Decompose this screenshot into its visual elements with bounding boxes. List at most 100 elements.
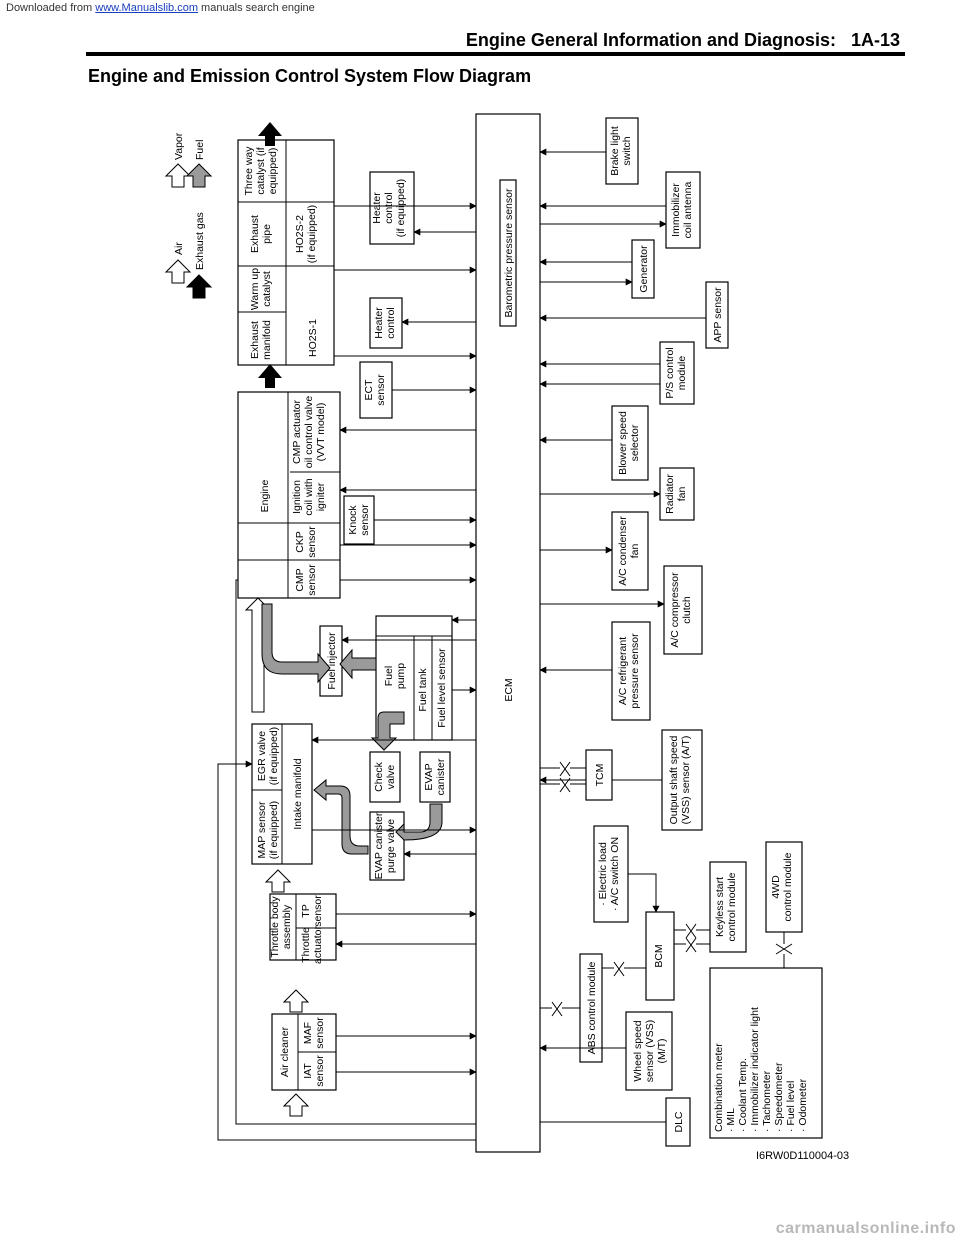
ac-comp-l2: clutch: [681, 596, 693, 624]
ac-comp-l1: A/C compressor: [669, 572, 681, 648]
combo-l8: · Odometer: [797, 1078, 809, 1132]
egr-valve-l1: EGR valve: [256, 731, 268, 781]
fourwd-l2: control module: [782, 852, 794, 921]
combo-l3: · Coolant Temp.: [737, 1058, 749, 1132]
header-rule: [86, 52, 905, 56]
immob-l1: Immobilizer: [670, 183, 682, 237]
fuel-pump-l1: Fuel: [383, 666, 395, 686]
canister-l2: canister: [435, 758, 447, 795]
heater1-box: [369, 297, 403, 349]
exhaust-out-arrow-icon: [258, 122, 282, 146]
cmp-actuator-l3: (VVT model): [315, 403, 327, 462]
knock-l1: Knock: [347, 505, 359, 535]
manualslib-link[interactable]: www.Manualslib.com: [95, 2, 198, 14]
left-signal-lines: [217, 202, 477, 1141]
ac-ref-l2: pressure sensor: [629, 633, 641, 709]
fuel-tank-label: Fuel tank: [417, 668, 429, 712]
downloaded-from-text: Downloaded from: [6, 2, 93, 14]
exhaust-pipe-l1: Exhaust: [249, 215, 261, 253]
radiator-l1: Radiator: [664, 474, 676, 514]
fuel-injector-label: Fuel injector: [326, 632, 338, 690]
legend-air: Air: [173, 242, 185, 255]
iat-l1: IAT: [302, 1063, 314, 1079]
fourwd-l1: 4WD: [770, 875, 782, 899]
heater1-l2: control: [385, 307, 397, 339]
cmp-sensor-l1: CMP: [294, 568, 306, 591]
ckp-sensor-l1: CKP: [294, 531, 306, 553]
three-way-l2: catalyst (if: [255, 147, 267, 194]
warm-up-l2: catalyst: [261, 271, 273, 307]
purge-valve-l2: purge valve: [385, 819, 397, 873]
section-title: Engine and Emission Control System Flow …: [88, 66, 532, 86]
exhaust-pipe-l2: pipe: [261, 224, 273, 244]
legend: Air Exhaust gas Vapor Fuel: [164, 132, 213, 299]
exhaust-manifold-l1: Exhaust: [249, 321, 261, 359]
heater2-l2: control: [383, 192, 395, 224]
elec-load-l1: · Electric load: [597, 842, 609, 906]
air-inlet-arrow-icon: [282, 1093, 310, 1117]
heater2-l3: (if equipped): [395, 179, 407, 237]
engine-title: Engine: [259, 479, 271, 512]
ecm-label: ECM: [503, 678, 515, 701]
knock-l2: sensor: [359, 504, 371, 536]
throttle-air-arrow-icon: [264, 869, 292, 893]
keyless-l1: Keyless start: [714, 877, 726, 937]
ignition-l1: Ignition: [291, 480, 303, 514]
ckp-sensor-l2: sensor: [306, 526, 318, 558]
throttle-title-l1: Throttle body: [269, 896, 281, 958]
exhaust-manifold-l2: manifold: [261, 320, 273, 360]
legend-exhaust: Exhaust gas: [194, 212, 206, 270]
wss-l1: Wheel speed: [632, 1020, 644, 1081]
intake-manifold-label: Intake manifold: [292, 758, 304, 829]
vapor-arrow-icon: [164, 163, 192, 188]
iat-l2: sensor: [314, 1055, 326, 1087]
air-cleaner-title: Air cleaner: [279, 1026, 291, 1077]
combo-l4: · Immobilizer indicator light: [749, 1007, 761, 1132]
dlc-label: DLC: [673, 1111, 685, 1132]
ho2s2-l2: (if equipped): [306, 205, 318, 263]
ac-ref-l1: A/C refrigerant: [617, 637, 629, 705]
blower-l1: Blower speed: [617, 411, 629, 475]
elec-load-l2: · A/C switch ON: [609, 837, 621, 911]
ect-l2: sensor: [375, 374, 387, 406]
exhaust-in-arrow-icon: [258, 364, 282, 388]
ignition-l2: coil with: [303, 478, 315, 516]
download-suffix-text: manuals search engine: [201, 2, 315, 14]
three-way-l3: equipped): [267, 148, 279, 195]
blower-l2: selector: [629, 424, 641, 461]
combo-l1: Combination meter: [713, 1043, 725, 1132]
figure-code: I6RW0D110004-03: [756, 1150, 850, 1162]
cmp-actuator-l2: oil control valve: [303, 396, 315, 469]
ho2s1-label: HO2S-1: [307, 319, 319, 357]
fuel-pump-arrow-icon: [339, 648, 377, 680]
oss-l2: (VSS) sensor (A/T): [680, 736, 692, 825]
throttle-title-l2: assembly: [281, 904, 293, 949]
air-arrow-icon: [164, 259, 192, 284]
combo-l6: · Speedometer: [773, 1062, 785, 1132]
generator-label: Generator: [638, 245, 650, 293]
three-way-l1: Three way: [243, 146, 255, 196]
wss-l2: sensor (VSS): [644, 1020, 656, 1082]
cleaner-air-arrow-icon: [282, 989, 310, 1013]
ignition-l3: igniter: [315, 482, 327, 511]
tp-sensor-l2: sensor: [312, 895, 324, 927]
footer-watermark: carmanualsonline.info: [775, 1220, 956, 1237]
egr-valve-l2: (if equipped): [268, 727, 280, 785]
fuel-arrow-icon: [185, 163, 213, 188]
fuel-level-label: Fuel level sensor: [436, 648, 448, 728]
combo-l7: · Fuel level: [785, 1081, 797, 1132]
ac-cond-l1: A/C condenser: [617, 516, 629, 586]
warm-up-l1: Warm up: [249, 268, 261, 310]
purge-valve-l1: EVAP canister: [373, 812, 385, 879]
immob-l2: coil antenna: [682, 182, 694, 239]
legend-vapor: Vapor: [173, 132, 185, 160]
heater2-box: [369, 171, 415, 245]
canister-to-purge-icon: [395, 803, 443, 841]
barometric-sensor-box: [499, 179, 517, 327]
intake-group: MAP sensor(if equipped) EGR valve(if equ…: [244, 597, 313, 865]
